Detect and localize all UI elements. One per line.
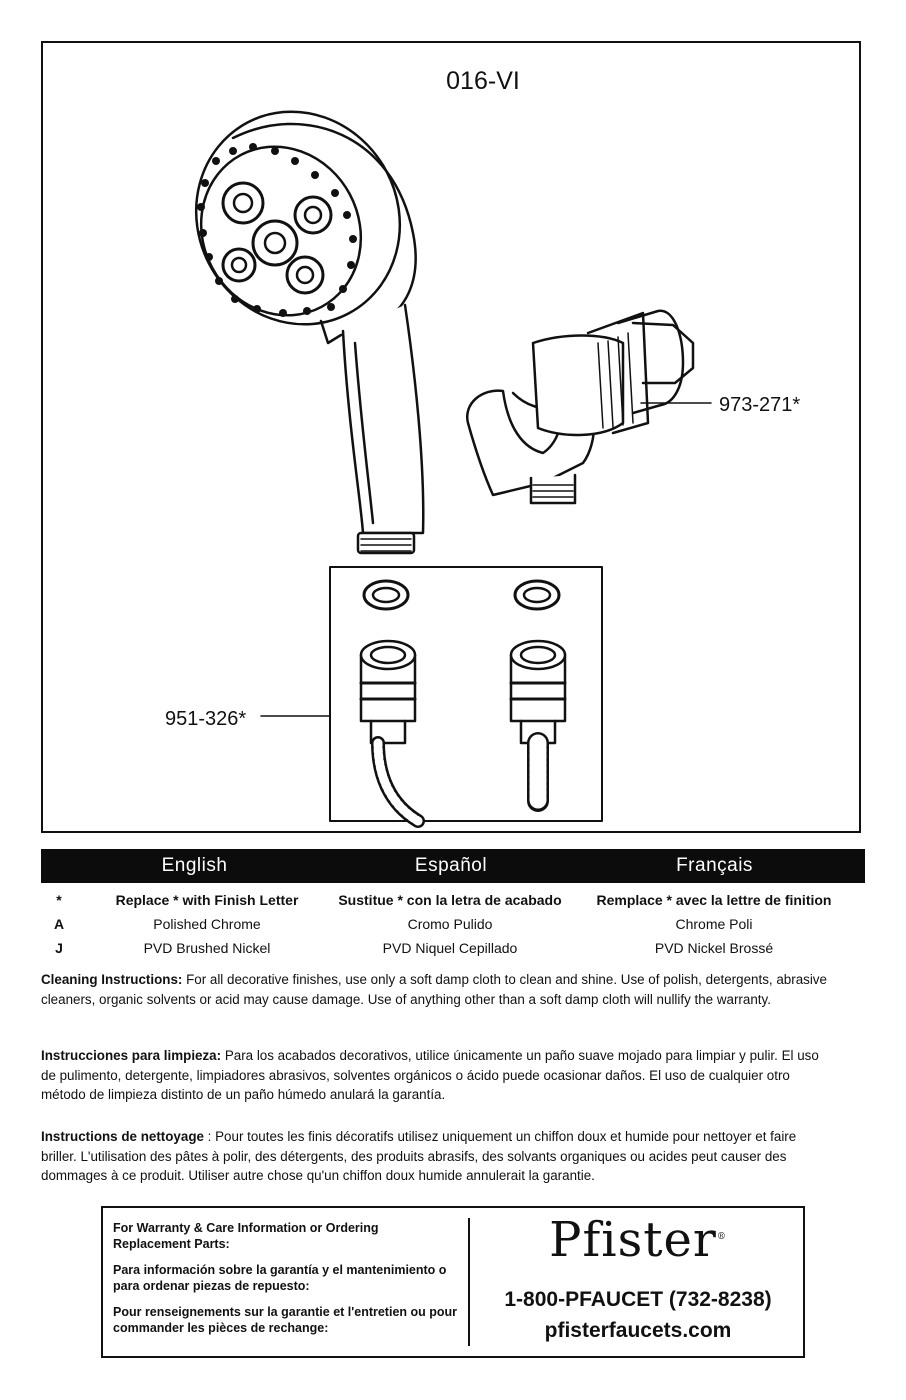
part-label-holder: 973-271* bbox=[719, 394, 801, 416]
lang-english: English bbox=[161, 855, 228, 876]
table-row: * Replace * with Finish Letter Sustitue … bbox=[41, 888, 865, 912]
finish-code: * bbox=[56, 892, 62, 908]
finish-table: * Replace * with Finish Letter Sustitue … bbox=[41, 888, 865, 960]
finish-francais: PVD Nickel Brossé bbox=[654, 940, 774, 956]
cleaning-english-text: For all decorative finishes, use only a … bbox=[41, 972, 827, 1007]
website-link[interactable]: pfisterfaucets.com bbox=[544, 1319, 732, 1342]
cleaning-spanish-label: Instrucciones para limpieza: bbox=[41, 1048, 222, 1063]
contact-english: For Warranty & Care Information or Order… bbox=[113, 1221, 379, 1251]
brand-logo: Pfister® bbox=[483, 1212, 793, 1268]
contact-box: For Warranty & Care Information or Order… bbox=[101, 1206, 805, 1358]
phone-number: 1-800-PFAUCET (732-8238) bbox=[504, 1288, 772, 1311]
table-row: J PVD Brushed Nickel PVD Niquel Cepillad… bbox=[41, 936, 865, 960]
model-number: 016-VI bbox=[446, 67, 520, 95]
cleaning-spanish-text: Para los acabados decorativos, utilice ú… bbox=[41, 1048, 819, 1102]
finish-francais: Remplace * avec la lettre de finition bbox=[596, 892, 832, 908]
cleaning-spanish: Instrucciones para limpieza: Para los ac… bbox=[41, 1046, 831, 1105]
parts-diagram: 016-VI 973-271* 951-326* bbox=[41, 41, 861, 833]
finish-francais: Chrome Poli bbox=[675, 916, 753, 932]
cleaning-french: Instructions de nettoyage : Pour toutes … bbox=[41, 1127, 831, 1186]
cleaning-english-label: Cleaning Instructions: bbox=[41, 972, 183, 987]
table-row: A Polished Chrome Cromo Pulido Chrome Po… bbox=[41, 912, 865, 936]
finish-espanol: PVD Niquel Cepillado bbox=[382, 940, 518, 956]
parts-illustration bbox=[194, 110, 712, 828]
lang-francais: Français bbox=[676, 855, 753, 876]
finish-espanol: Sustitue * con la letra de acabado bbox=[338, 892, 562, 908]
cleaning-french-label: Instructions de nettoyage bbox=[41, 1129, 204, 1144]
finish-english: Replace * with Finish Letter bbox=[115, 892, 299, 908]
registered-mark-icon: ® bbox=[716, 1232, 727, 1242]
finish-code: J bbox=[55, 940, 63, 956]
contact-text: For Warranty & Care Information or Order… bbox=[113, 1220, 458, 1346]
lang-espanol: Español bbox=[414, 855, 488, 876]
finish-espanol: Cromo Pulido bbox=[407, 916, 493, 932]
contact-spanish: Para información sobre la garantía y el … bbox=[113, 1263, 447, 1293]
brand-name: Pfister bbox=[549, 1212, 717, 1268]
finish-english: PVD Brushed Nickel bbox=[143, 940, 271, 956]
hose-end-left-drawing bbox=[359, 639, 425, 828]
hose-end-right-drawing bbox=[509, 639, 567, 812]
part-label-hose: 951-326* bbox=[165, 708, 247, 730]
holder-drawing bbox=[465, 309, 695, 505]
contact-french: Pour renseignements sur la garantie et l… bbox=[113, 1305, 458, 1335]
finish-english: Polished Chrome bbox=[153, 916, 261, 932]
language-header: English Español Français bbox=[41, 849, 865, 883]
divider bbox=[468, 1218, 470, 1346]
hand-shower-drawing bbox=[194, 110, 425, 555]
finish-code: A bbox=[53, 916, 65, 932]
cleaning-english: Cleaning Instructions: For all decorativ… bbox=[41, 970, 831, 1009]
cleaning-french-text: : Pour toutes les finis décoratifs utili… bbox=[41, 1129, 797, 1183]
